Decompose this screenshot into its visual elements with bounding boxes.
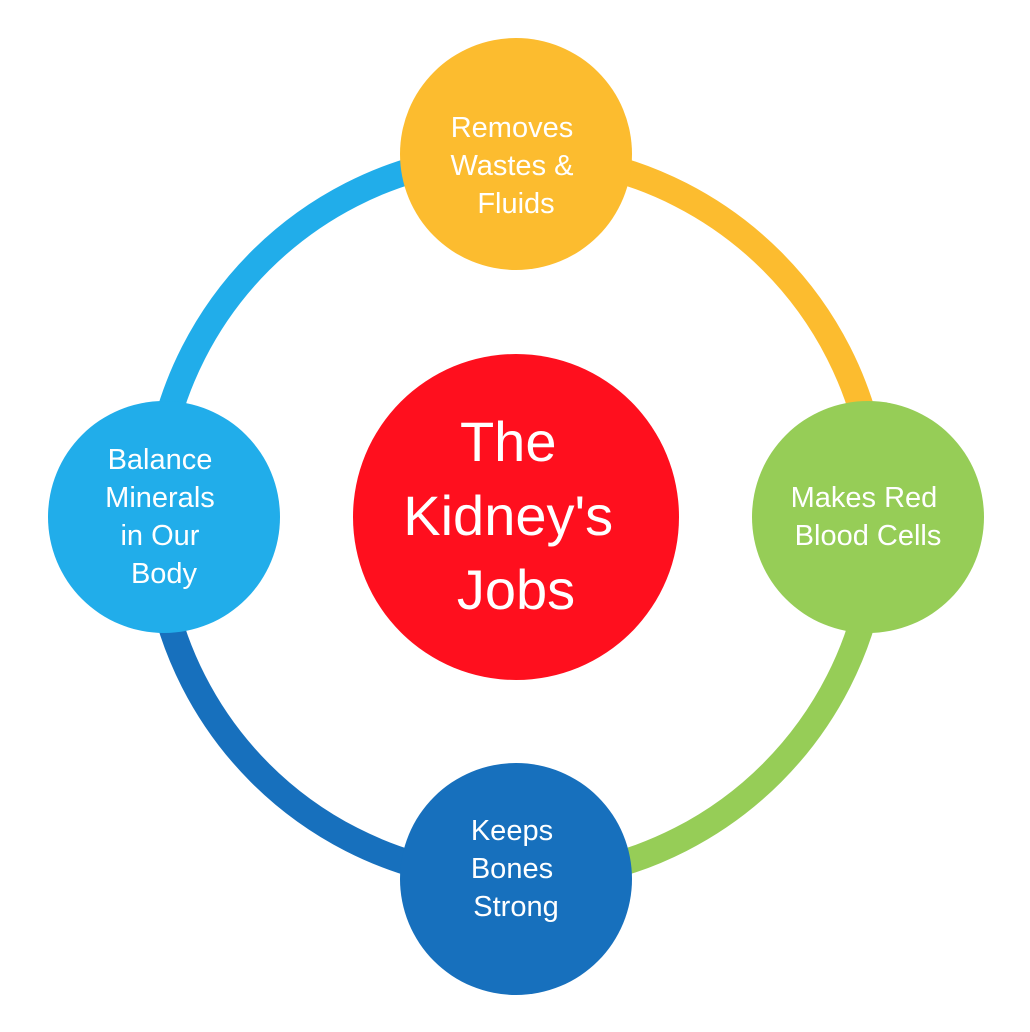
node-makes-red-blood-cells-label: Makes Red Blood Cells (791, 482, 946, 552)
node-removes-wastes-label: Removes Wastes & Fluids (450, 112, 581, 220)
node-balance-minerals-label: Balance Minerals in Our Body (105, 444, 223, 590)
node-keeps-bones-strong-label: Keeps Bones Strong (471, 815, 561, 923)
ring-arc-right-to-bottom (576, 576, 886, 887)
node-line: Makes Red (791, 482, 938, 514)
node-line: Keeps (471, 815, 553, 847)
node-keeps-bones-strong: Keeps Bones Strong (400, 763, 632, 995)
center-node-circle (353, 354, 679, 680)
node-keeps-bones-strong-circle (400, 763, 632, 995)
node-line: Bones (471, 853, 553, 885)
ring-arc-bottom-to-left (146, 576, 456, 887)
center-node: The Kidney's Jobs (353, 354, 679, 680)
ring-arc-left-to-top (146, 147, 456, 458)
center-node-line: Kidney's (403, 484, 613, 547)
node-balance-minerals: Balance Minerals in Our Body (48, 401, 280, 633)
ring-arc-top-to-right (576, 147, 886, 458)
center-node-line: The (460, 410, 557, 473)
node-line: Blood Cells (795, 520, 942, 552)
node-makes-red-blood-cells: Makes Red Blood Cells (752, 401, 984, 633)
node-balance-minerals-circle (48, 401, 280, 633)
node-line: Wastes & (450, 150, 573, 182)
node-line: Strong (473, 891, 558, 923)
node-line: Minerals (105, 482, 215, 514)
node-removes-wastes: Removes Wastes & Fluids (400, 38, 632, 270)
center-node-label: The Kidney's Jobs (403, 410, 628, 621)
node-line: Balance (108, 444, 213, 476)
node-line: Removes (451, 112, 574, 144)
node-makes-red-blood-cells-circle (752, 401, 984, 633)
node-line: in Our (120, 520, 199, 552)
node-removes-wastes-circle (400, 38, 632, 270)
node-line: Body (131, 558, 198, 590)
node-line: Fluids (477, 188, 554, 220)
center-node-line: Jobs (457, 558, 575, 621)
